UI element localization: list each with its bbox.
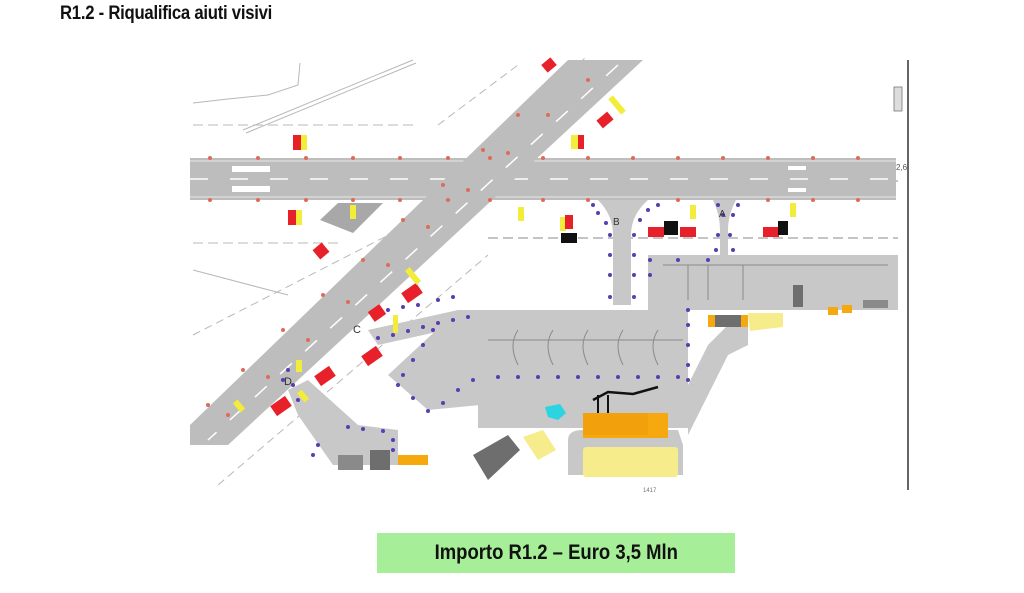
page-title: R1.2 - Riqualifica aiuti visivi <box>60 3 273 24</box>
sign-group-23 <box>393 315 398 333</box>
sign-group-10 <box>518 207 524 221</box>
sign-group-20 <box>270 395 292 417</box>
sign-group-1 <box>293 135 307 150</box>
apron <box>388 255 898 475</box>
taxiway-label-c: C <box>353 324 361 336</box>
hatched-block <box>893 86 903 112</box>
sign-group-5 <box>541 57 557 73</box>
sign-group-15 <box>401 282 423 304</box>
sign-group-3 <box>350 205 356 219</box>
sign-group-8 <box>608 95 626 115</box>
edge-label: 2,6 <box>896 163 908 172</box>
sign-group-18 <box>361 345 383 367</box>
runway-horizontal <box>190 158 896 200</box>
sign-group-19 <box>314 365 336 387</box>
sign-group-16 <box>367 304 387 322</box>
footer-code: 1417 <box>643 488 657 494</box>
edge-lights <box>206 78 860 417</box>
sign-group-4 <box>312 242 330 260</box>
sign-group-2 <box>288 210 302 225</box>
sign-group-13 <box>763 221 788 237</box>
stand-lines <box>488 264 888 366</box>
sign-group-12 <box>690 205 696 219</box>
signs <box>232 57 796 417</box>
sign-group-22 <box>232 399 246 413</box>
taxiway-lights <box>281 203 740 457</box>
airport-layout-diagram: 2,6 <box>188 54 912 495</box>
runway-diagonal <box>190 60 643 445</box>
sign-group-17 <box>404 267 422 285</box>
sign-group-11 <box>648 221 696 237</box>
taxiway-label-d: D <box>284 376 292 388</box>
sign-group-7 <box>571 135 584 149</box>
buildings <box>338 285 888 480</box>
sign-group-21 <box>296 360 310 403</box>
parking-area <box>583 447 678 477</box>
jet-bridge <box>592 385 659 402</box>
sign-group-6 <box>596 111 614 129</box>
sign-group-14 <box>790 203 796 217</box>
amount-label: Importo R1.2 – Euro 3,5 Mln <box>434 541 678 564</box>
sign-group-9 <box>560 215 577 243</box>
highlight-cyan <box>545 404 566 420</box>
taxiway-label-b: B <box>613 217 620 228</box>
amount-banner: Importo R1.2 – Euro 3,5 Mln <box>377 533 735 573</box>
taxiway-label-a: A <box>719 209 726 220</box>
